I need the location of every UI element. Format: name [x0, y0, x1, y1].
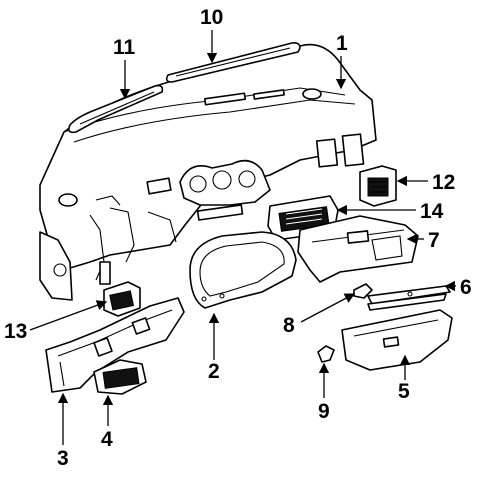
callout-4: 4	[101, 428, 113, 451]
glove-box-trim-strip	[367, 285, 451, 311]
cluster-bezel	[189, 231, 297, 309]
lower-trim-panel-right	[297, 215, 419, 283]
lower-vent-housing	[93, 359, 147, 395]
air-vent-right	[359, 165, 397, 207]
callout-5: 5	[398, 380, 410, 403]
air-vent-left	[103, 281, 141, 317]
callout-2: 2	[208, 360, 220, 383]
glove-box-bumper	[317, 345, 335, 363]
defroster-grille-left	[68, 84, 164, 134]
lower-panel-left	[45, 297, 185, 393]
callout-11: 11	[113, 36, 136, 59]
glove-box-door	[341, 309, 453, 371]
callout-9: 9	[318, 400, 330, 423]
callout-8: 8	[283, 314, 295, 337]
callout-12: 12	[432, 171, 455, 194]
callout-3: 3	[57, 447, 69, 470]
leader-lines	[29, 30, 456, 445]
callout-6: 6	[460, 276, 472, 299]
callout-10: 10	[200, 6, 223, 29]
callout-1: 1	[336, 32, 348, 55]
defroster-grille-right	[165, 42, 301, 83]
callout-13: 13	[4, 320, 27, 343]
callout-7: 7	[428, 229, 440, 252]
callout-14: 14	[420, 200, 444, 223]
